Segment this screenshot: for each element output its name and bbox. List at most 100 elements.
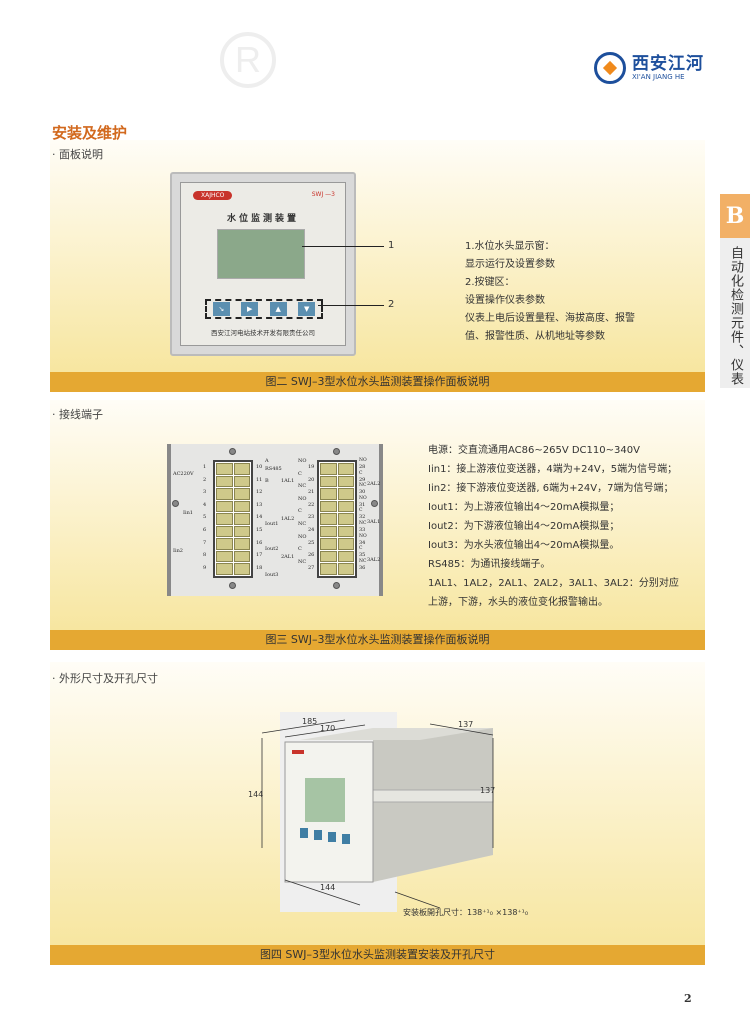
desc-line: 1.水位水头显示窗： <box>465 241 555 252</box>
relay-pin-label: C <box>298 470 302 477</box>
dim-137-right: 137 <box>480 786 495 795</box>
terminal-screw <box>337 500 354 513</box>
front-keys <box>300 828 350 844</box>
terminal-number: 32 <box>359 514 366 521</box>
terminal-screw <box>233 550 250 563</box>
label-ac: AC220V <box>173 471 194 477</box>
terminal-screw <box>320 500 337 513</box>
cutout-size: 安装板開孔尺寸：138⁺¹₀ ×138⁺¹₀ <box>403 907 528 917</box>
terminal-screw <box>216 513 233 525</box>
terminal-screw <box>320 538 337 550</box>
housing-side <box>373 728 493 882</box>
terminal-screw <box>320 563 337 575</box>
terminal-screw <box>337 538 354 550</box>
dimension-subtitle: · 外形尺寸及开孔尺寸 <box>52 672 158 685</box>
relay-pin-label: NO <box>298 533 307 540</box>
terminal-number: 31 <box>359 501 366 508</box>
mount-screw-icon <box>333 448 340 455</box>
company-logo: 西安江河 XI'AN JIANG HE <box>594 52 704 84</box>
device-model: SWJ —3 <box>311 191 335 198</box>
terminal-subtitle: · 接线端子 <box>52 408 103 421</box>
terminal-number: 2 <box>203 476 207 483</box>
terminal-screw <box>216 550 233 563</box>
terminal-number: 10 <box>256 464 263 470</box>
terminal-screw <box>233 525 250 538</box>
relay-pin-label: C <box>359 546 363 552</box>
terminal-screw <box>233 488 250 500</box>
terminal-screw <box>233 513 250 525</box>
terminal-number: 12 <box>256 489 263 496</box>
relay-pin-label: NO <box>298 495 307 502</box>
figure-caption-2: 图二 SWJ–3型水位水头监测装置操作面板说明 <box>50 372 705 392</box>
callout-1: 1 <box>388 240 395 251</box>
relay-pin-label: NC <box>298 521 307 527</box>
terminal-number: 13 <box>256 501 263 508</box>
relay-pin-label: C <box>298 546 302 553</box>
relay-pin-label: NC <box>298 558 307 565</box>
relay-group-right: 2AL2 <box>367 481 381 487</box>
lcd-display <box>217 229 305 279</box>
terminal-screw <box>216 463 233 475</box>
desc-line: Iout1：为上游液位输出4～20mA模拟量； <box>428 502 620 513</box>
panel-description: 1.水位水头显示窗： 显示运行及设置参数 2.按键区： 设置操作仪表参数 仪表上… <box>465 238 635 346</box>
terminal-number: 23 <box>308 514 315 521</box>
relay-pin-label: NC <box>298 483 307 490</box>
desc-line: 电源：交直流通用AC86~265V DC110~340V <box>428 445 640 456</box>
terminal-number: 17 <box>256 552 263 559</box>
right-key: ▶ <box>241 302 259 316</box>
mount-screw-icon <box>229 582 236 589</box>
terminal-screw <box>337 488 354 500</box>
mount-screw-icon <box>333 582 340 589</box>
terminal-screw <box>337 563 354 575</box>
terminal-number: 8 <box>203 552 207 559</box>
down-key: ▼ <box>298 302 316 316</box>
terminal-number: 28 <box>359 464 366 470</box>
logo-icon <box>594 52 626 84</box>
housing-top <box>300 728 493 740</box>
label-iout1: Iout1 <box>265 521 279 527</box>
registered-watermark: R <box>220 32 276 88</box>
terminal-number: 30 <box>359 489 366 496</box>
relay-pin-label: NO <box>359 458 367 463</box>
desc-line: Iout3：为水头液位输出4～20mA模拟量。 <box>428 540 620 551</box>
up-key: ▲ <box>269 302 287 316</box>
relay-pin-label: NO <box>359 495 367 501</box>
terminal-screw <box>216 563 233 575</box>
desc-line: 设置操作仪表参数 <box>465 295 545 306</box>
terminal-screw <box>337 513 354 525</box>
terminal-number: 16 <box>256 539 263 546</box>
terminal-screw <box>320 550 337 563</box>
terminal-screw <box>216 525 233 538</box>
terminal-screw <box>216 488 233 500</box>
terminal-screw <box>233 463 250 475</box>
panel-section-bg <box>50 140 705 372</box>
relay-group-right: 3AL2 <box>367 557 381 563</box>
terminal-strip-right <box>317 460 357 578</box>
terminal-number: 36 <box>359 564 366 571</box>
terminal-number: 25 <box>308 539 315 546</box>
terminal-screw <box>337 475 354 488</box>
figure-caption-3: 图三 SWJ–3型水位水头监测装置操作面板说明 <box>50 630 705 650</box>
terminal-number: 5 <box>203 514 207 521</box>
dim-144-left: 144 <box>248 790 263 799</box>
device-panel: XAJHCO SWJ —3 水位监测装置 ↘ ▶ ▲ ▼ 西安江河电站技术开发有… <box>170 172 356 356</box>
dim-144-bottom: 144 <box>320 883 335 892</box>
relay-pin-label: NO <box>359 533 367 539</box>
relay-pin-label: C <box>359 508 363 514</box>
label-b: B <box>265 478 269 484</box>
desc-line: Iin2：接下游液位变送器, 6端为+24V，7端为信号端； <box>428 483 674 494</box>
panel-subtitle: · 面板说明 <box>52 148 103 161</box>
relay-pin-label: NO <box>298 458 307 464</box>
relay-group-left: 2AL1 <box>281 554 295 560</box>
terminal-number: 6 <box>203 527 207 533</box>
device-title: 水位监测装置 <box>226 214 299 224</box>
label-iin1: Iin1 <box>183 510 193 516</box>
desc-line: Iout2：为下游液位输出4～20mA模拟量； <box>428 521 620 532</box>
desc-line: 显示运行及设置参数 <box>465 259 555 270</box>
terminal-strip-left <box>213 460 253 578</box>
relay-pin-label: NC <box>359 483 367 489</box>
label-iout3: Iout3 <box>265 572 279 578</box>
din-rail <box>372 789 494 803</box>
side-tab-letter: B <box>720 194 750 238</box>
terminal-number: 34 <box>359 539 366 546</box>
